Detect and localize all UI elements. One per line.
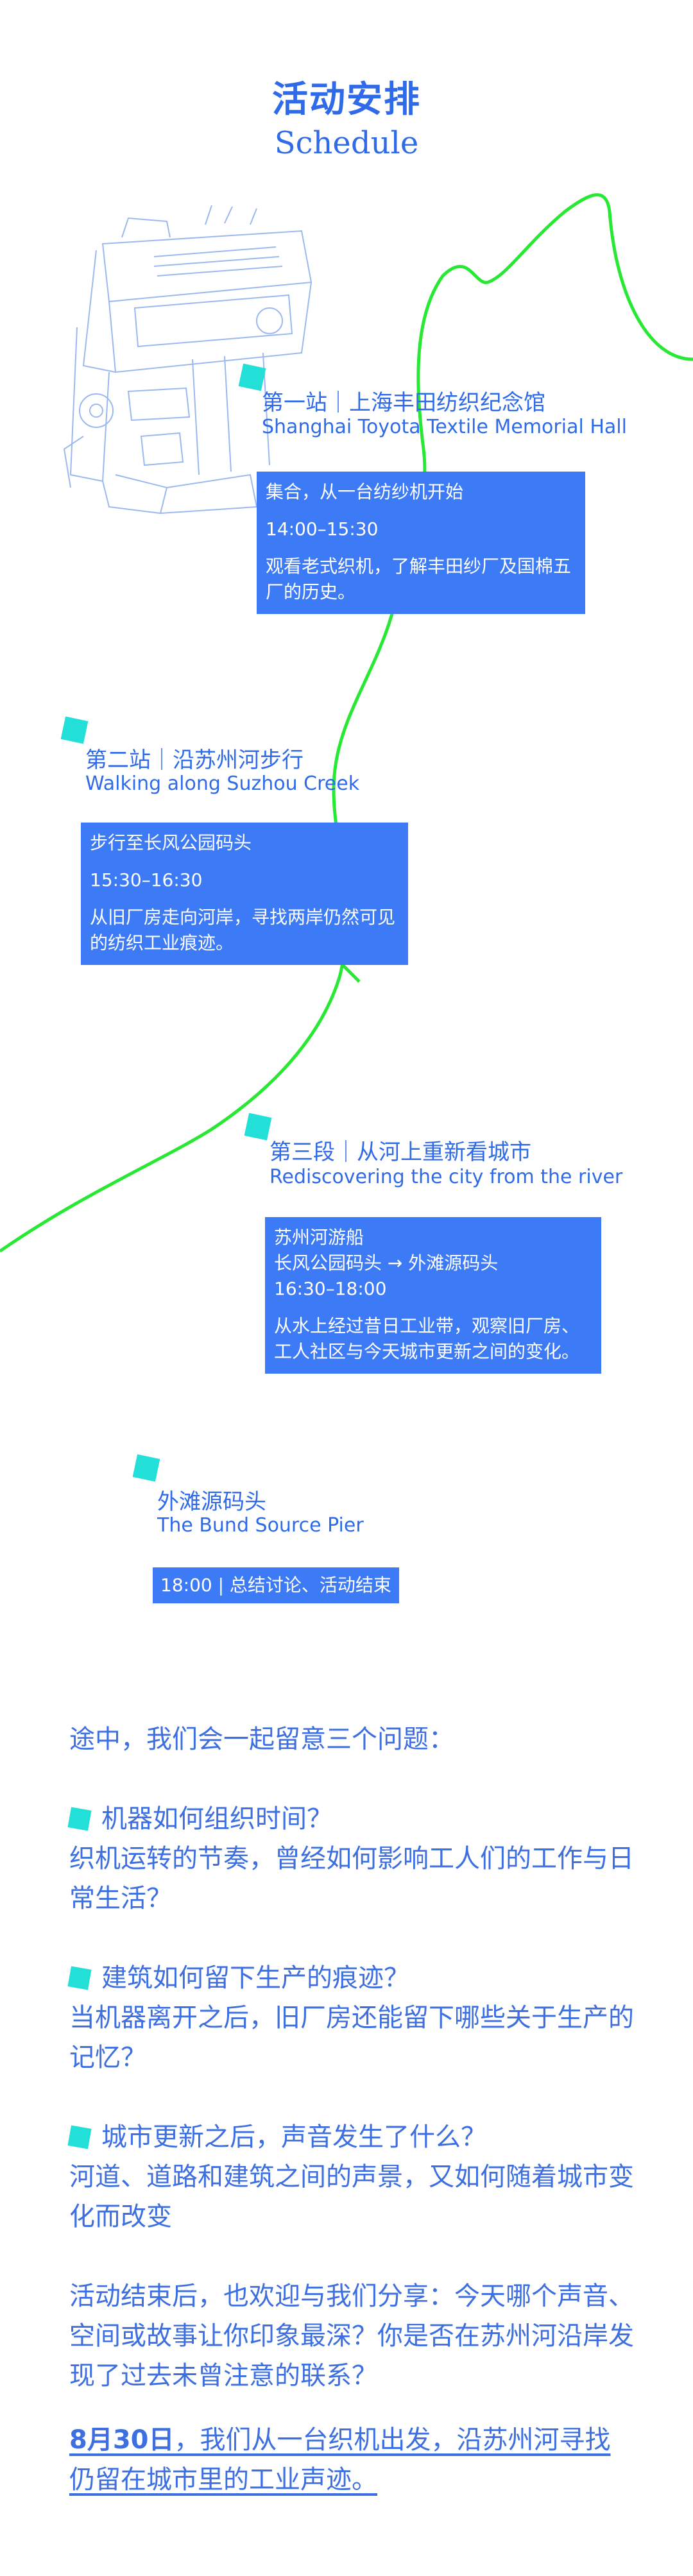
stop-4-info-tag: 18:00 | 总结讨论、活动结束: [153, 1567, 399, 1603]
stop-2-title-cn: 第二站｜沿苏州河步行: [85, 747, 304, 773]
stop-3-activity: 苏州河游船: [274, 1227, 364, 1248]
page-title: 活动安排: [272, 79, 421, 121]
stop-2-title-en: Walking along Suzhou Creek: [85, 772, 360, 795]
question-3: 城市更新之后，声音发生了什么？: [67, 2117, 634, 2157]
loom-illustration: [63, 205, 312, 515]
stop-marker-3: [244, 1113, 272, 1141]
stop-3-time: 16:30–18:00: [274, 1278, 387, 1299]
question-1-title: 机器如何组织时间？: [101, 1804, 332, 1834]
stop-3-route: 长风公园码头 → 外滩源码头: [274, 1252, 499, 1274]
stop-1-description: 观看老式织机，了解丰田纱厂及国棉五厂的历史。: [266, 556, 572, 602]
question-2: 建筑如何留下生产的痕迹？: [67, 1958, 634, 1998]
stop-4-title-en: The Bund Source Pier: [157, 1514, 364, 1537]
stop-2-info-box: 步行至长风公园码头 15:30–16:30 从旧厂房走向河岸，寻找两岸仍然可见的…: [81, 823, 408, 965]
final-date: 8月30日: [69, 2425, 175, 2455]
question-1: 机器如何组织时间？: [67, 1799, 634, 1839]
question-marker-icon: [67, 1966, 92, 1990]
stop-3-description: 从水上经过昔日工业带，观察旧厂房、工人社区与今天城市更新之间的变化。: [274, 1315, 580, 1362]
question-2-title: 建筑如何留下生产的痕迹？: [101, 1963, 409, 1993]
question-3-title: 城市更新之后，声音发生了什么？: [101, 2122, 486, 2152]
final-text: ，我们从一台织机出发，沿苏州河寻找仍留在城市里的工业声迹。: [69, 2425, 611, 2495]
stop-1-title-en: Shanghai Toyota Textile Memorial Hall: [262, 416, 627, 438]
stop-2-description: 从旧厂房走向河岸，寻找两岸仍然可见的纺织工业痕迹。: [90, 907, 396, 953]
stop-1-title-cn: 第一站｜上海丰田纺织纪念馆: [262, 390, 545, 416]
question-marker-icon: [67, 2125, 92, 2149]
page-subtitle: Schedule: [274, 125, 419, 161]
stop-3-info-box: 苏州河游船 长风公园码头 → 外滩源码头 16:30–18:00 从水上经过昔日…: [265, 1217, 601, 1374]
stop-marker-2: [60, 716, 89, 744]
final-statement: 8月30日，我们从一台织机出发，沿苏州河寻找仍留在城市里的工业声迹。: [69, 2420, 634, 2500]
question-marker-icon: [67, 1807, 92, 1831]
stop-1-info-box: 集合，从一台纺纱机开始 14:00–15:30 观看老式织机，了解丰田纱厂及国棉…: [257, 472, 585, 614]
route-line: [0, 193, 693, 1253]
questions-intro: 途中，我们会一起留意三个问题：: [69, 1725, 454, 1754]
stop-2-time: 15:30–16:30: [90, 869, 203, 891]
questions-section: 途中，我们会一起留意三个问题： 机器如何组织时间？ 织机运转的节奏，曾经如何影响…: [67, 1719, 634, 2396]
closing-text: 活动结束后，也欢迎与我们分享：今天哪个声音、空间或故事让你印象最深？你是否在苏州…: [69, 2282, 634, 2391]
stop-4-title-cn: 外滩源码头: [157, 1489, 266, 1515]
stop-1-time: 14:00–15:30: [266, 518, 379, 540]
stop-3-title-cn: 第三段｜从河上重新看城市: [270, 1139, 531, 1165]
question-2-body: 当机器离开之后，旧厂房还能留下哪些关于生产的记忆？: [69, 2003, 634, 2072]
stop-marker-4: [132, 1454, 160, 1482]
stop-2-activity: 步行至长风公园码头: [90, 832, 252, 853]
stop-3-title-en: Rediscovering the city from the river: [270, 1166, 623, 1188]
stop-1-activity: 集合，从一台纺纱机开始: [266, 481, 464, 502]
question-1-body: 织机运转的节奏，曾经如何影响工人们的工作与日常生活？: [69, 1844, 634, 1913]
question-3-body: 河道、道路和建筑之间的声景，又如何随着城市变化而改变: [69, 2162, 634, 2231]
